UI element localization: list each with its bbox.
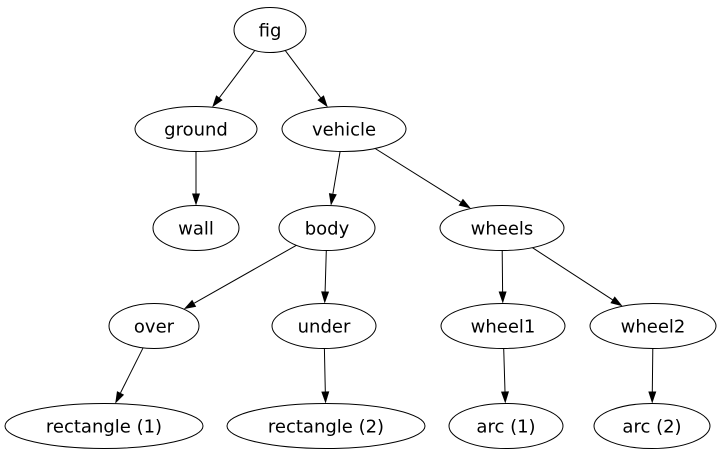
arrowhead-fig-ground: [212, 95, 222, 107]
edge-body-over: [194, 245, 296, 303]
arrowhead-ground-wall: [192, 194, 200, 206]
node-label-wheel2: wheel2: [621, 316, 686, 337]
arrowhead-wheel2-arc2: [648, 392, 656, 404]
edge-vehicle-wheels: [375, 149, 461, 203]
arrowhead-wheel1-arc1: [501, 391, 509, 403]
node-label-ground: ground: [164, 119, 228, 140]
arrowhead-body-over: [184, 300, 196, 309]
node-label-wheel1: wheel1: [471, 316, 536, 337]
arrowhead-under-rectangle2: [321, 391, 329, 403]
arrowhead-fig-vehicle: [317, 95, 327, 107]
node-label-rectangle1: rectangle (1): [46, 416, 162, 437]
node-label-fig: fig: [259, 20, 282, 41]
arrowhead-vehicle-body: [329, 193, 337, 206]
edge-vehicle-body: [333, 152, 340, 194]
arrowhead-vehicle-wheels: [459, 199, 471, 209]
node-label-body: body: [305, 218, 350, 239]
node-label-arc2: arc (2): [622, 416, 681, 437]
node-label-rectangle2: rectangle (2): [268, 416, 384, 437]
edge-under-rectangle2: [324, 349, 325, 392]
node-label-over: over: [134, 316, 175, 337]
arrowhead-wheels-wheel1: [499, 292, 507, 304]
node-label-arc1: arc (1): [476, 416, 535, 437]
node-label-vehicle: vehicle: [312, 119, 376, 140]
node-label-under: under: [298, 316, 351, 337]
arrowhead-body-under: [321, 291, 329, 303]
arrowhead-over-rectangle1: [115, 391, 124, 404]
arrowhead-wheels-wheel2: [610, 296, 622, 306]
edge-wheel2-arc2: [652, 349, 653, 392]
node-label-wall: wall: [178, 218, 214, 239]
node-label-wheels: wheels: [471, 218, 534, 239]
edge-wheel1-arc1: [504, 349, 505, 392]
edge-wheels-wheel2: [532, 248, 612, 300]
edge-fig-vehicle: [285, 50, 320, 97]
edge-body-under: [325, 251, 326, 292]
edge-over-rectangle1: [121, 348, 144, 393]
edge-fig-ground: [219, 50, 254, 97]
